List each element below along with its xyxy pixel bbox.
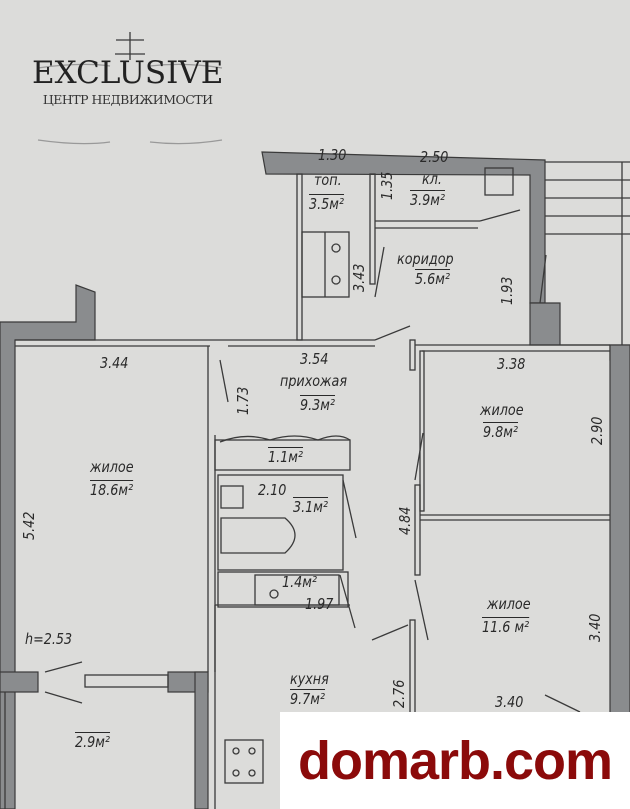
balcony-area: 2.9м²: [75, 733, 111, 751]
partition-dim: 4.84: [396, 506, 414, 535]
corridor-name: коридор: [397, 250, 454, 268]
living-mid-area: 11.6 м²: [482, 618, 530, 636]
living-small-depth: 2.90: [588, 416, 606, 445]
logo-title: EXCLUSIVE: [32, 55, 224, 91]
watermark-text: domarb.com: [297, 730, 613, 791]
storage-width: 2.50: [420, 148, 449, 166]
corridor-dim-right: 1.93: [498, 276, 516, 305]
living-large-name: жилое: [90, 458, 134, 476]
corridor-dim-left: 3.43: [350, 263, 368, 292]
living-mid-name: жилое: [487, 595, 531, 613]
living-large-width: 3.44: [100, 354, 129, 372]
living-small-width: 3.38: [497, 355, 526, 373]
toilet-room-area: 3.5м²: [309, 195, 345, 213]
bathroom-width: 2.10: [258, 481, 287, 499]
hallway-depth: 1.73: [234, 386, 252, 415]
toilet-room-width: 1.30: [318, 146, 347, 164]
hallway-name: прихожая: [280, 372, 348, 390]
partitions: [4, 32, 630, 809]
kitchen-area: 9.7м²: [290, 690, 326, 708]
living-small-area: 9.8м²: [483, 423, 519, 441]
living-mid-depth: 3.40: [586, 613, 604, 642]
storage-area: 3.9м²: [410, 191, 446, 209]
living-mid-width: 3.40: [495, 693, 524, 711]
ceiling-height: h=2.53: [25, 630, 73, 648]
storage-depth: 1.35: [378, 171, 396, 200]
kitchen-depth: 2.76: [390, 679, 408, 708]
hallway-area: 9.3м²: [300, 396, 336, 414]
storage-name: кл.: [422, 170, 442, 188]
living-small-name: жилое: [480, 401, 524, 419]
wc-area: 1.4м²: [282, 573, 318, 591]
corridor-area: 5.6м²: [415, 270, 451, 288]
living-large-area: 18.6м²: [90, 481, 134, 499]
hallway-width: 3.54: [300, 350, 329, 368]
kitchen-name: кухня: [290, 670, 329, 688]
toilet-room-name: топ.: [314, 171, 342, 189]
wc-width: 1.97: [305, 595, 334, 613]
logo-subtitle: ЦЕНТР НЕДВИЖИМОСТИ: [42, 92, 213, 107]
watermark-banner: domarb.com: [280, 712, 630, 809]
living-large-depth: 5.42: [20, 511, 38, 540]
bathroom-area: 3.1м²: [293, 498, 329, 516]
closet-area: 1.1м²: [268, 448, 304, 466]
company-logo: EXCLUSIVE ЦЕНТР НЕДВИЖИМОСТИ: [32, 55, 224, 108]
